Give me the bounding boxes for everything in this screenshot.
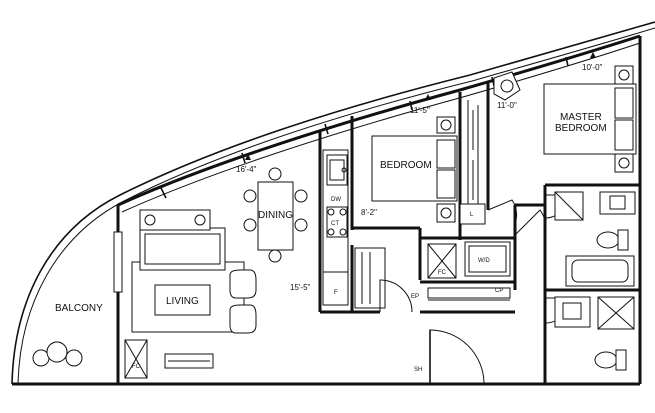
nightstand-lower: [436, 203, 456, 223]
kitchen: DW CT F 8'-2": [323, 154, 377, 296]
dining-label: DINING: [258, 210, 293, 221]
dining-table: [257, 181, 294, 251]
dining-area: DINING 16'-4": [236, 154, 308, 263]
toilet-main: [594, 351, 618, 369]
master-label-line2: BEDROOM: [555, 123, 607, 134]
washer-dryer-label: W/D: [478, 258, 490, 264]
master-armchair: [493, 71, 521, 101]
balcony-railing: [11, 21, 655, 385]
master-width-dimension: 11'-0": [497, 101, 517, 110]
armchair-lower: [229, 304, 257, 334]
bedroom-depth-dimension: 8'-2": [361, 208, 377, 217]
closets: L: [354, 100, 486, 309]
bedroom: BEDROOM 11'-5": [371, 94, 458, 223]
fan-coil-living-label: FC: [132, 364, 141, 370]
sink: [326, 154, 348, 186]
closet-shelf-label: CP: [495, 288, 503, 294]
master-label-line1: MASTER: [560, 112, 602, 123]
laundry-hall: FC W/D CP EP SH: [411, 241, 511, 373]
vanity-ensuite: [599, 191, 636, 215]
suite-hatch-label: SH: [414, 367, 422, 373]
cooktop-label: CT: [331, 221, 339, 227]
master-bedroom: MASTER BEDROOM 10'-0" 11'-0": [493, 52, 637, 173]
dining-dimension: 16'-4": [236, 165, 257, 174]
coffee-table: [154, 284, 211, 316]
linen-label: L: [470, 212, 474, 218]
master-depth-dimension: 10'-0": [582, 63, 603, 72]
glazing-wall: [117, 34, 641, 207]
electrical-panel-label: EP: [411, 294, 419, 300]
balcony-label: BALCONY: [55, 303, 103, 314]
interior-walls: [318, 82, 640, 384]
exterior-walls: [11, 21, 655, 386]
living-label: LIVING: [166, 296, 199, 307]
fridge-label: F: [334, 290, 338, 296]
balcony: BALCONY: [32, 303, 103, 367]
fan-coil-hall-label: FC: [438, 270, 447, 276]
media-console: [139, 209, 211, 231]
cooktop: [326, 206, 348, 238]
nightstand-upper: [436, 116, 456, 134]
living-dimension: 15'-5": [290, 283, 311, 292]
master-nightstand-lower: [614, 153, 634, 173]
bedroom-label: BEDROOM: [380, 160, 432, 171]
bedroom-width-dimension: 11'-5": [410, 106, 430, 115]
master-nightstand-upper: [614, 65, 634, 85]
bathtub: [565, 255, 635, 287]
dishwasher-label: DW: [331, 197, 341, 203]
washer-dryer: [464, 241, 511, 277]
toilet-ensuite: [596, 231, 620, 249]
main-bathroom: [554, 296, 635, 371]
ensuite-bathroom: [554, 191, 636, 287]
armchair-upper: [229, 269, 257, 299]
living-room: LIVING 15'-5" FC: [124, 209, 311, 379]
vanity-main: [554, 296, 591, 328]
sofa: [139, 227, 226, 271]
